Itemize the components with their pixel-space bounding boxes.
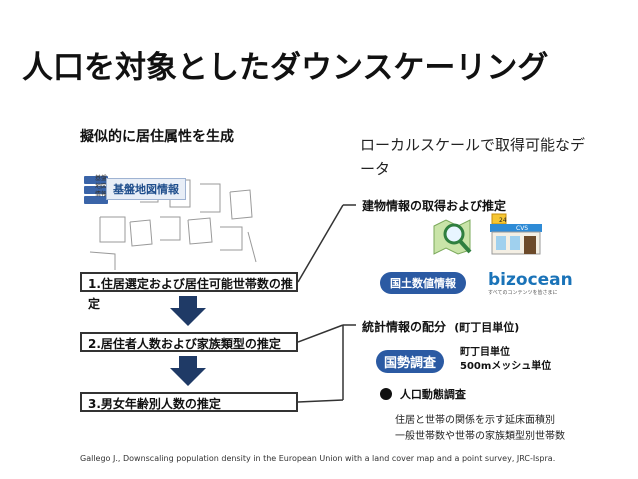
step-1-box: 1.住居選定および居住可能世帯数の推定 [80, 272, 298, 311]
kokusei-logo: 国勢調査 [376, 350, 445, 373]
kokudo-logo: 国土数値情報 [380, 272, 466, 294]
step-3-box: 3.男女年齢別人数の推定 [80, 392, 298, 412]
branch-stats-label: 統計情報の配分 (町丁目単位) [362, 320, 520, 334]
convenience-store-icon: 24 CVS [490, 213, 542, 255]
step-2-box: 2.居住者人数および家族類型の推定 [80, 332, 298, 352]
slide-title: 人口を対象としたダウンスケーリング [22, 50, 549, 86]
connector-lines [298, 204, 356, 403]
jinko-icon [380, 388, 392, 400]
cvs-number-text: 24 [499, 217, 507, 224]
unit-note: 町丁目単位 500mメッシュ単位 [460, 347, 552, 372]
base-map-legend [84, 176, 108, 206]
cvs-sign-text: CVS [516, 225, 528, 232]
bizocean-logo: bizocean [488, 270, 573, 290]
branch-building-label: 建物情報の取得および推定 [362, 199, 507, 213]
base-map-label: 基盤地図情報 [106, 178, 186, 200]
stats-note: 住居と世帯の関係を示す延床面積別 一般世帯数や世帯の家族類型別世帯数 [395, 415, 565, 442]
down-arrow-icon [170, 356, 206, 386]
bizocean-tagline: すべてのコンテンツを皆さまに [488, 290, 558, 296]
jinko-logo: 人口動態調査 [380, 386, 466, 402]
down-arrow-icon [170, 296, 206, 326]
citation: Gallego J., Downscaling population densi… [80, 454, 556, 463]
slide-subtitle: 擬似的に居住属性を生成 [80, 129, 234, 145]
map-search-icon [433, 219, 472, 255]
base-map-legend-text: 基盤 地図 情報 [95, 175, 108, 198]
local-scale-note: ローカルスケールで取得可能なデータ [360, 136, 586, 178]
